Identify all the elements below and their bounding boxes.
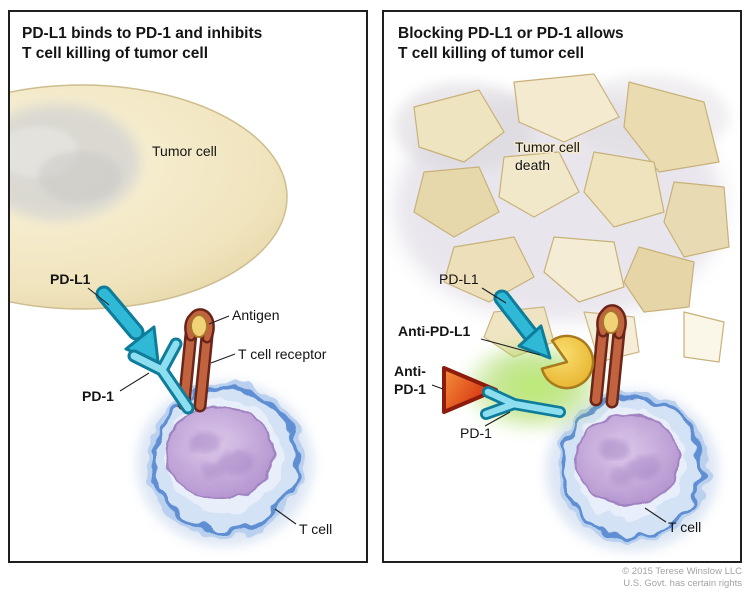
leader-lines <box>431 287 667 523</box>
pd-l1-molecule <box>493 289 552 360</box>
right-panel-illustration: Tumor cell death <box>394 25 730 551</box>
t-cell-receptor-molecule <box>589 304 627 409</box>
copyright-line1: © 2015 Terese Winslow LLC <box>622 566 742 577</box>
pd-l1-molecule <box>95 285 160 364</box>
t-cell-label: T cell <box>299 521 332 537</box>
t-cell-nucleus <box>165 406 275 500</box>
anti-pd-1-label-line2: PD-1 <box>394 381 426 397</box>
pd-1-label: PD-1 <box>460 425 492 441</box>
left-panel-title-line2: T cell killing of tumor cell <box>22 45 208 62</box>
left-panel-title-line1: PD-L1 binds to PD-1 and inhibits <box>22 25 262 42</box>
copyright-credit: © 2015 Terese Winslow LLC U.S. Govt. has… <box>622 566 742 591</box>
leader-lines <box>87 287 297 525</box>
tumor-cell-death-illustration <box>394 73 730 363</box>
anti-pd-l1-label: Anti-PD-L1 <box>398 323 471 339</box>
t-cell-nucleus <box>575 414 681 506</box>
t-cell-illustration <box>546 391 718 551</box>
anti-pd-1-label-line1: Anti- <box>394 363 426 379</box>
tumor-cell-illustration <box>10 84 288 310</box>
t-cell-label: T cell <box>668 519 701 535</box>
antigen-shape <box>190 314 208 338</box>
pd-l1-label: PD-L1 <box>439 271 479 287</box>
anti-pd-l1-antibody <box>540 334 595 390</box>
right-panel-title-line1: Blocking PD-L1 or PD-1 allows <box>398 25 624 42</box>
tumor-cell-death-label-line1: Tumor cell <box>515 139 580 155</box>
right-panel-title-line2: T cell killing of tumor cell <box>398 45 584 62</box>
left-panel-illustration: PD-L1 binds to PD-1 and inhibits T cell … <box>10 25 332 546</box>
pd-1-molecule <box>480 386 566 420</box>
pd-1-label: PD-1 <box>82 388 114 404</box>
left-panel: PD-L1 binds to PD-1 and inhibits T cell … <box>8 10 368 563</box>
t-cell-receptor-label: T cell receptor <box>238 346 327 362</box>
right-panel: Tumor cell death <box>382 10 742 563</box>
tumor-cell-label: Tumor cell <box>152 143 217 159</box>
pd-l1-label: PD-L1 <box>50 271 91 287</box>
antigen-label: Antigen <box>232 307 279 323</box>
anti-pd-1-antibody <box>442 366 498 414</box>
pd-1-molecule <box>127 337 195 415</box>
tumor-cell-death-label-line2: death <box>515 157 550 173</box>
t-cell-illustration <box>137 382 313 546</box>
antigen-shape <box>602 310 620 334</box>
t-cell-receptor-molecule <box>177 308 215 413</box>
copyright-line2: U.S. Govt. has certain rights <box>623 578 742 590</box>
